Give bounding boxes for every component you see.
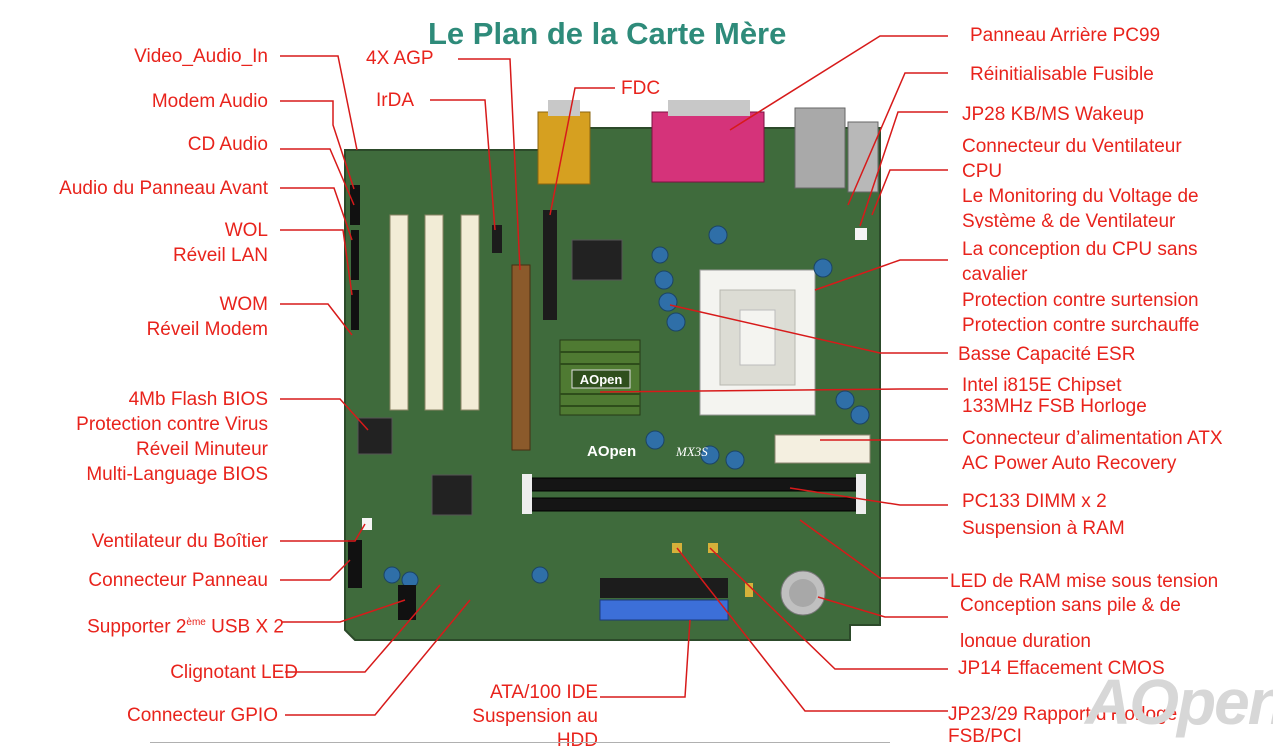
audio-header	[350, 185, 360, 225]
game-port	[537, 111, 591, 185]
label-case-fan: Ventilateur du Boîtier	[91, 531, 268, 552]
label-wom: WOM	[219, 294, 268, 315]
label-ide-3: HDD	[556, 730, 598, 746]
super-io-chip	[431, 474, 473, 516]
panel-header	[348, 540, 362, 588]
irda-header	[492, 225, 502, 253]
label-panel-connector: Connecteur Panneau	[88, 570, 268, 591]
parallel-port	[651, 111, 765, 183]
ps2-ports	[847, 121, 879, 193]
diagram-title: Le Plan de la Carte Mère	[428, 16, 787, 51]
board-brand-text: AOpen	[587, 443, 636, 460]
label-ide-2: Suspension au	[472, 706, 598, 727]
ide-connector-2	[599, 599, 729, 621]
ide-connector-1	[600, 578, 728, 598]
label-wom-sub: Réveil Modem	[146, 319, 268, 340]
bios-chip	[357, 417, 393, 455]
board-model-text: MX3S	[675, 444, 708, 459]
case-fan-header	[362, 518, 372, 530]
label-usb: Supporter 2ème USB X 2	[87, 616, 284, 638]
label-chipset-2: 133MHz FSB Horloge	[962, 396, 1147, 417]
atx-power-connector	[774, 434, 871, 464]
label-fuse: Réinitialisable Fusible	[970, 64, 1154, 85]
label-cd-audio: CD Audio	[187, 134, 268, 155]
label-front-panel-audio: Audio du Panneau Avant	[59, 178, 268, 199]
label-dimm-1: PC133 DIMM x 2	[962, 491, 1107, 512]
label-wol: WOL	[224, 220, 268, 241]
label-ram-led: LED de RAM mise sous tension	[950, 571, 1219, 592]
label-rear-panel: Panneau Arrière PC99	[970, 25, 1161, 46]
label-jp23-2: FSB/PCI	[948, 726, 1022, 743]
label-battery-1: Conception sans pile & de	[960, 595, 1181, 616]
label-wol-sub: Réveil LAN	[172, 245, 268, 266]
agp-slot	[511, 264, 531, 451]
dimm-slot-2	[529, 497, 861, 512]
label-dimm-2: Suspension à RAM	[962, 518, 1125, 539]
pci-slot-1	[389, 214, 409, 411]
label-bios-1: 4Mb Flash BIOS	[128, 389, 268, 410]
leader-lines	[280, 35, 948, 716]
label-video-audio-in: Video_Audio_In	[134, 46, 268, 67]
label-jp28: JP28 KB/MS Wakeup	[962, 104, 1144, 125]
label-jp23-1: JP23/29 Rapport d’Horloge	[948, 704, 1178, 725]
label-modem-audio: Modem Audio	[151, 91, 268, 112]
label-cpu-fan-3: Le Monitoring du Voltage de	[962, 186, 1199, 207]
dimm-slot-1	[529, 477, 861, 492]
chip-brand-text: AOpen	[580, 372, 623, 387]
aopen-watermark: AOpen	[1085, 666, 1273, 738]
label-jumperless-1: La conception du CPU sans	[962, 239, 1198, 260]
label-atx-2: AC Power Auto Recovery	[962, 453, 1177, 474]
label-bios-3: Réveil Minuteur	[136, 439, 268, 460]
usb-header	[398, 585, 416, 620]
label-cpu-fan-4: Système & de Ventilateur	[962, 211, 1176, 228]
label-agp: 4X AGP	[366, 48, 434, 69]
label-gpio: Connecteur GPIO	[126, 705, 278, 726]
fdc-connector	[543, 210, 557, 320]
label-led-blink: Clignotant LED	[170, 662, 298, 683]
label-jumperless-3: Protection contre surtension	[962, 290, 1199, 311]
usb-lan-ports	[794, 107, 846, 189]
label-battery-2: longue duration	[960, 631, 1091, 647]
label-irda: IrDA	[376, 90, 414, 111]
label-atx-1: Connecteur d’alimentation ATX	[962, 428, 1223, 449]
label-chipset-1: Intel i815E Chipset	[962, 375, 1122, 396]
label-esr: Basse Capacité ESR	[958, 344, 1136, 365]
label-ide-1: ATA/100 IDE	[489, 682, 598, 703]
pci-slot-3	[460, 214, 480, 411]
label-bios-2: Protection contre Virus	[76, 414, 268, 435]
bottom-divider	[150, 742, 890, 743]
label-jumperless-4: Protection contre surchauffe	[962, 315, 1200, 332]
label-cpu-fan-1: Connecteur du Ventilateur	[962, 136, 1182, 157]
label-bios-4: Multi-Language BIOS	[86, 464, 268, 485]
audio-chip	[571, 239, 623, 281]
pci-slot-2	[424, 214, 444, 411]
label-jp14: JP14 Effacement CMOS	[958, 658, 1165, 679]
label-jumperless-2: cavalier	[962, 264, 1028, 285]
label-fdc: FDC	[621, 78, 661, 99]
label-cpu-fan-2: CPU	[962, 161, 1003, 182]
